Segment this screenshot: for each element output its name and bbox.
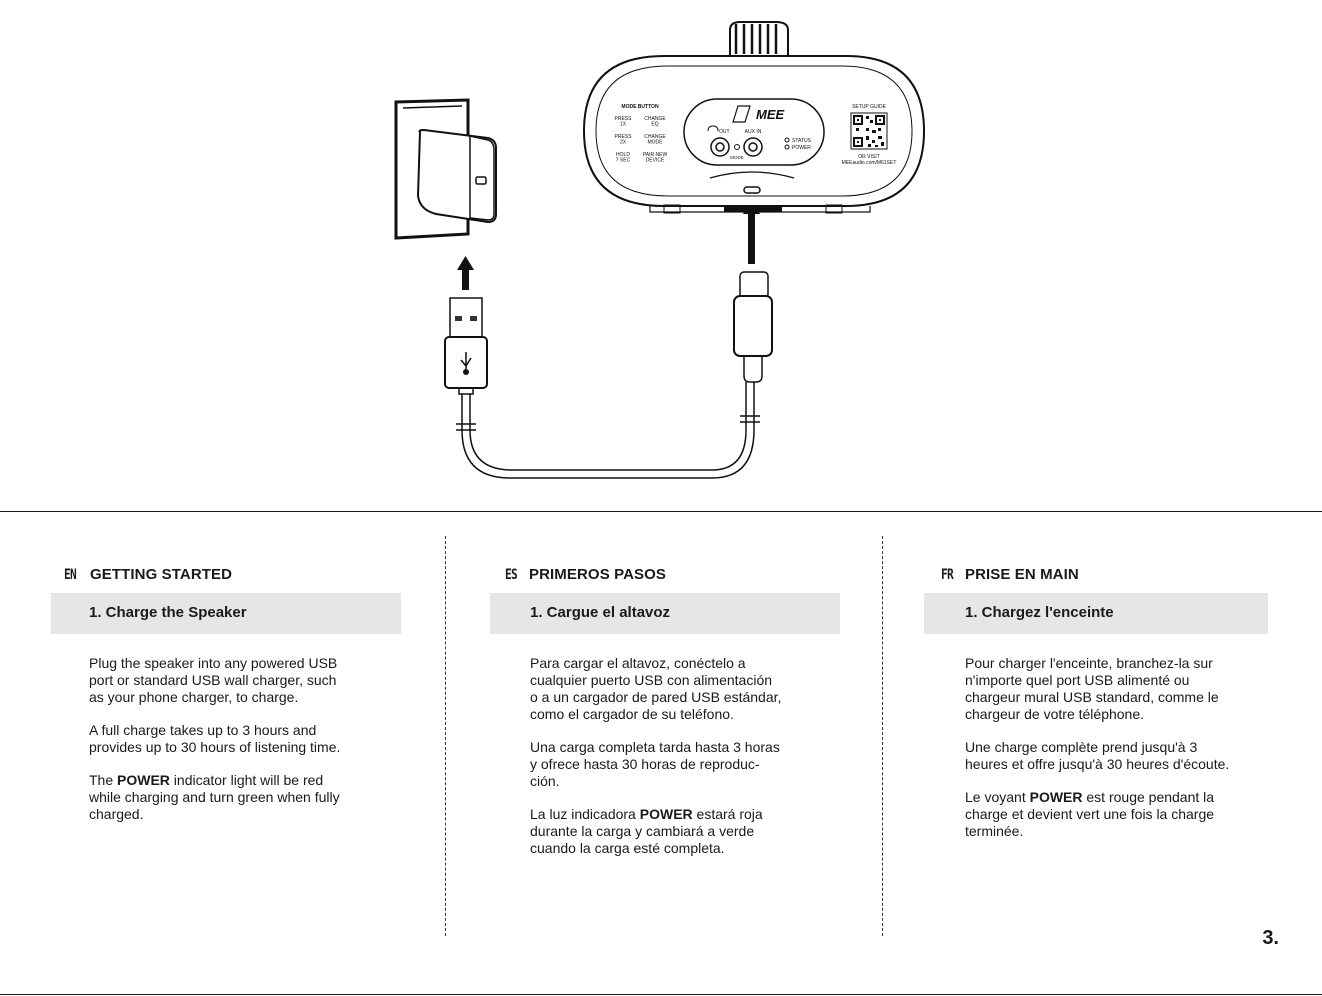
language-code: EN [64, 567, 77, 583]
setup-or-visit: OR VISIT [858, 154, 879, 160]
column-en: EN GETTING STARTED [64, 566, 232, 592]
step-band: 1. Cargue el altavoz [490, 593, 840, 634]
section-heading: EN GETTING STARTED [64, 566, 232, 592]
paragraph: Plug the speaker into any powered USB po… [89, 655, 338, 705]
section-title: PRISE EN MAIN [965, 566, 1079, 583]
paragraph: Pour charger l'enceinte, branchez-la sur… [965, 655, 1219, 722]
usb-a-plug-icon [444, 297, 488, 395]
step-band: 1. Charge the Speaker [51, 593, 401, 634]
arrow-up-icon [457, 256, 474, 290]
column-divider [445, 536, 446, 936]
language-code: FR [941, 567, 954, 583]
wall-charger-icon [394, 98, 497, 240]
speaker-device [582, 21, 926, 214]
footer-rule [0, 994, 1322, 995]
setup-url: MEEaudio.com/M61SET [842, 160, 897, 166]
paragraph: A full charge takes up to 3 hours and pr… [89, 722, 341, 755]
language-code: ES [505, 567, 518, 583]
charging-illustration: MEE MODE BUTTON OUT AUX IN MODE STATUS P… [394, 21, 926, 479]
usb-cable [456, 382, 760, 479]
step-band: 1. Chargez l'enceinte [924, 593, 1268, 634]
section-heading: FR PRISE EN MAIN [941, 566, 1079, 592]
page-number: 3. [1262, 927, 1279, 949]
column-fr: FR PRISE EN MAIN [941, 566, 1079, 592]
port-aux-label: AUX IN [745, 129, 762, 135]
port-out-label: OUT [719, 129, 730, 135]
mode-button-title: MODE BUTTON [621, 104, 659, 110]
step-title: 1. Chargez l'enceinte [965, 604, 1114, 621]
port-mode-label: MODE [730, 155, 744, 160]
qr-code-icon [850, 112, 888, 150]
paragraph: Une charge complète prend jusqu'à 3 heur… [965, 739, 1230, 772]
section-divider [0, 511, 1322, 512]
paragraph: Una carga completa tarda hasta 3 horas y… [530, 739, 780, 789]
section-title: GETTING STARTED [90, 566, 233, 583]
instructions: Para cargar el altavoz, conéctelo a cual… [530, 655, 860, 873]
instructions: Plug the speaker into any powered USB po… [89, 655, 419, 839]
led-status-label: STATUS [792, 138, 812, 144]
section-title: PRIMEROS PASOS [529, 566, 666, 583]
paragraph: Para cargar el altavoz, conéctelo a cual… [530, 655, 782, 722]
setup-guide-title: SETUP GUIDE [852, 104, 886, 110]
paragraph: Le voyant POWER est rouge pendant la cha… [965, 789, 1215, 839]
instructions: Pour charger l'enceinte, branchez-la sur… [965, 655, 1265, 856]
step-title: 1. Charge the Speaker [89, 604, 247, 621]
mee-logo-text: MEE [756, 107, 785, 122]
paragraph: La luz indicadora POWER estará roja dura… [530, 806, 763, 856]
section-heading: ES PRIMEROS PASOS [505, 566, 666, 592]
column-es: ES PRIMEROS PASOS [505, 566, 666, 592]
usb-c-plug-icon [733, 271, 773, 383]
mee-logo-icon [732, 105, 751, 123]
led-power-label: POWER [792, 145, 811, 151]
column-divider [882, 536, 883, 936]
paragraph: The POWER indicator light will be red wh… [89, 772, 340, 822]
step-title: 1. Cargue el altavoz [530, 604, 671, 621]
